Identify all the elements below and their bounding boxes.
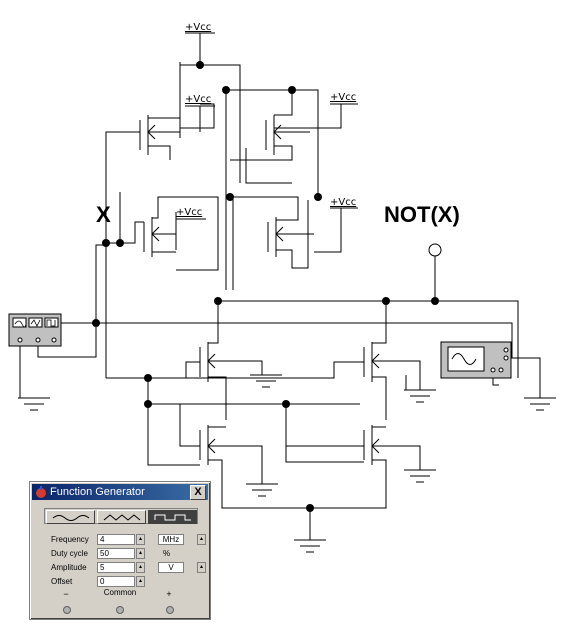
offset-spinner[interactable]: ▴ [136,576,145,587]
vcc-label-middle-right: +Vcc [330,197,357,208]
square-wave-icon [154,514,191,521]
sine-wave-icon [52,515,90,521]
triangle-wave-button[interactable] [97,510,146,524]
offset-input[interactable]: 0 [97,576,135,587]
frequency-unit-spinner[interactable]: ▴ [197,534,206,545]
sine-wave-button[interactable] [46,510,95,524]
output-label-not-x: NOT(X) [384,202,460,227]
square-wave-button[interactable] [148,510,197,524]
vcc-label-middle-left: +Vcc [176,207,203,218]
waveform-selector [44,508,198,524]
triangle-wave-icon [103,514,141,521]
close-button[interactable]: X [190,485,206,500]
frequency-unit-select[interactable]: MHz [158,534,184,545]
frequency-spinner[interactable]: ▴ [136,534,145,545]
window-title: Function Generator [50,486,145,498]
common-terminal[interactable] [116,606,124,614]
input-label-x: X [96,202,111,227]
amplitude-label: Amplitude [51,563,87,572]
duty-cycle-unit: % [163,549,171,558]
offset-label: Offset [51,577,73,586]
function-generator-window[interactable]: Function Generator X Frequency 4 ▴ MHz ▴… [29,481,211,620]
positive-terminal[interactable] [166,606,174,614]
function-generator-titlebar[interactable]: Function Generator X [32,484,208,500]
amplitude-spinner[interactable]: ▴ [136,562,145,573]
negative-terminal-label: − [63,589,69,599]
vcc-label-top: +Vcc [185,22,212,33]
duty-cycle-input[interactable]: 50 [97,548,135,559]
duty-cycle-spinner[interactable]: ▴ [136,548,145,559]
function-generator-app-icon [36,486,46,498]
common-terminal-label: Common [103,588,137,597]
vcc-label-upper-left: +Vcc [185,94,212,105]
amplitude-input[interactable]: 5 [97,562,135,573]
frequency-input[interactable]: 4 [97,534,135,545]
negative-terminal[interactable] [63,606,71,614]
amplitude-unit-spinner[interactable]: ▴ [197,562,206,573]
positive-terminal-label: + [166,589,172,599]
duty-cycle-label: Duty cycle [51,549,88,558]
frequency-label: Frequency [51,535,89,544]
vcc-label-upper-right: +Vcc [330,92,357,103]
amplitude-unit-select[interactable]: V [158,562,184,573]
